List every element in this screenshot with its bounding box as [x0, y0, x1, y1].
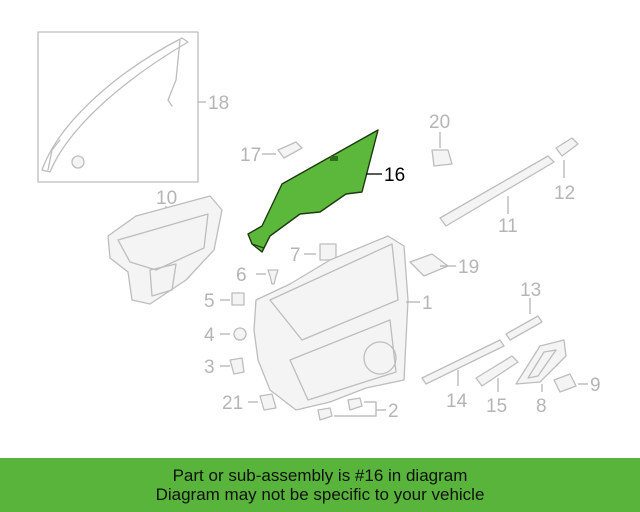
callout-11: 11: [498, 216, 518, 237]
callout-8: 8: [536, 396, 547, 417]
part-1-door-trim-panel[interactable]: [253, 235, 420, 411]
callout-14: 14: [446, 391, 468, 412]
callout-13: 13: [520, 280, 541, 301]
part-9-cover[interactable]: [553, 373, 588, 393]
callout-4: 4: [204, 325, 215, 346]
part-2-fasteners[interactable]: [317, 397, 386, 421]
callout-10: 10: [156, 188, 177, 209]
part-21-cap[interactable]: [248, 393, 277, 411]
callout-7: 7: [290, 245, 301, 266]
parts-diagram: 18 17 16 20 12 11 10 7: [37, 31, 601, 422]
banner-line-1: Part or sub-assembly is #16 in diagram: [172, 466, 468, 485]
part-10-trim-panel[interactable]: [107, 195, 223, 305]
part-20-switch[interactable]: [431, 132, 453, 167]
callout-3: 3: [204, 357, 215, 378]
callout-9: 9: [590, 375, 601, 396]
callout-19: 19: [458, 257, 479, 278]
callout-1: 1: [422, 293, 433, 314]
callout-16: 16: [384, 165, 405, 186]
callout-20: 20: [429, 112, 450, 133]
callout-21: 21: [222, 393, 243, 414]
part-11-belt-moulding[interactable]: [439, 155, 555, 227]
part-15-handle-trim[interactable]: [475, 355, 519, 392]
part-5-clip[interactable]: [220, 292, 245, 306]
banner-line-2: Diagram may not be specific to your vehi…: [155, 485, 485, 504]
part-17-clip[interactable]: [262, 141, 303, 159]
part-7-clip[interactable]: [304, 243, 337, 261]
callout-15: 15: [486, 396, 507, 417]
info-banner: Part or sub-assembly is #16 in diagram D…: [0, 458, 640, 512]
part-6-screw[interactable]: [256, 269, 279, 285]
part-19-switch-bezel[interactable]: [409, 253, 456, 277]
part-8-handle-bezel[interactable]: [515, 339, 567, 392]
part-16-door-panel-insulator[interactable]: [247, 129, 382, 253]
callout-5: 5: [204, 291, 215, 312]
part-12-bracket[interactable]: [555, 137, 579, 178]
callout-6: 6: [236, 265, 247, 286]
part-4-fastener[interactable]: [220, 327, 247, 341]
callout-12: 12: [554, 183, 575, 204]
callout-18: 18: [208, 93, 229, 114]
callout-2: 2: [388, 401, 399, 422]
part-14-trim-strip[interactable]: [421, 339, 505, 386]
part-13-trim-strip[interactable]: [505, 298, 543, 341]
part-3-fastener[interactable]: [220, 357, 245, 375]
callout-17: 17: [240, 145, 261, 166]
part-18-window-frame[interactable]: [37, 31, 206, 183]
